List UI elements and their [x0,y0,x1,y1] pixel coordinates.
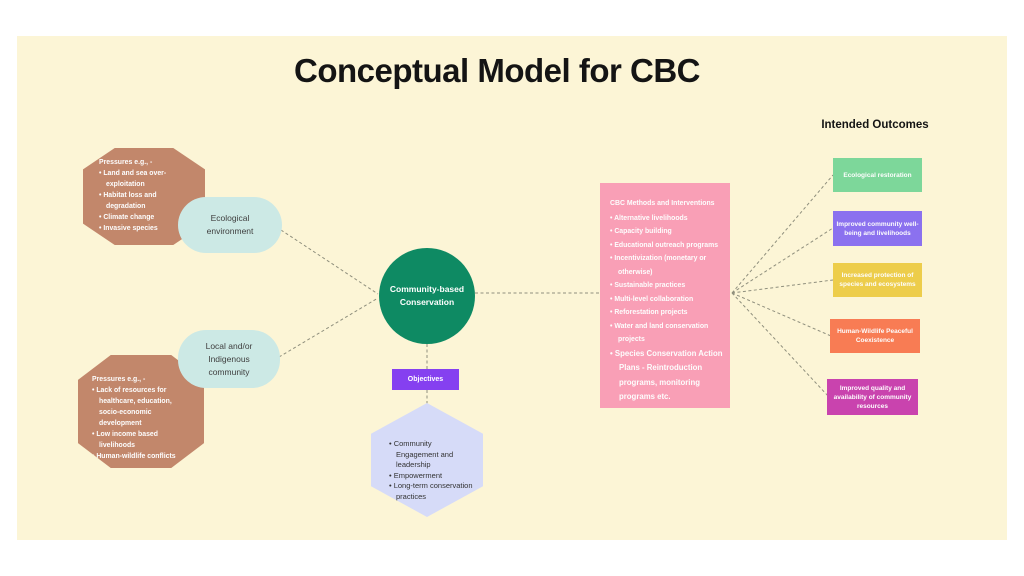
methods-list: Alternative livelihoods Capacity buildin… [610,212,724,405]
list-item: Long-term conservation practices [389,481,473,502]
list-item: Community Engagement and leadership [389,439,473,471]
objectives-badge: Objectives [392,369,459,390]
list-item: Low income based livelihoods [92,429,189,451]
list-item: Alternative livelihoods [610,212,724,226]
list-item: Capacity building [610,225,724,239]
outcome-label: Human-Wildlife Peaceful Coexistence [837,328,913,344]
list-item: Water and land conservation projects [610,320,724,347]
list-item-species-plans: Species Conservation Action Plans - Rein… [610,347,724,405]
list-item: Land and sea over-exploitation [99,168,191,190]
list-item: Incentivization (monetary or otherwise) [610,252,724,279]
list-item: Educational outreach programs [610,239,724,253]
node-community-based-conservation: Community-based Conservation [379,248,475,344]
node-local-community: Local and/or Indigenous community [178,330,280,388]
ecological-pressures-list: Land and sea over-exploitation Habitat l… [99,168,191,234]
outcome-community-wellbeing: Improved community well-being and liveli… [833,211,922,246]
objectives-list: Community Engagement and leadership Empo… [389,439,473,502]
community-pressures-heading: Pressures e.g., - [92,376,146,383]
core-label: Community-based Conservation [389,284,465,307]
page-title: Conceptual Model for CBC [294,52,701,89]
outcome-peaceful-coexistence: Human-Wildlife Peaceful Coexistence [830,319,920,353]
objectives-label: Objectives [407,376,444,383]
list-item: Human-wildlife conflicts [92,451,189,462]
outcome-label: Improved quality and availability of com… [833,384,912,410]
outcome-ecological-restoration: Ecological restoration [833,158,922,192]
outcome-label: Increased protection of species and ecos… [839,272,916,288]
list-item: Invasive species [99,223,191,234]
outcomes-heading: Intended Outcomes [821,119,929,131]
node-cbc-methods: CBC Methods and Interventions Alternativ… [600,183,730,408]
community-pressures-list: Lack of resources for healthcare, educat… [92,385,189,462]
list-item: Habitat loss and degradation [99,190,191,212]
outcome-species-protection: Increased protection of species and ecos… [833,263,922,297]
list-item: Lack of resources for healthcare, educat… [92,385,189,429]
node-ecological-environment: Ecological environment [178,197,282,253]
outcome-community-resources: Improved quality and availability of com… [827,379,918,415]
list-item: Empowerment [389,471,473,482]
list-item: Sustainable practices [610,279,724,293]
ecological-environment-label: Ecological environment [206,213,254,236]
ecological-pressures-heading: Pressures e.g., - [99,159,153,166]
list-item: Reforestation projects [610,306,724,320]
methods-heading: CBC Methods and Interventions [610,200,715,207]
list-item: Multi-level collaboration [610,293,724,307]
outcome-label: Improved community well-being and liveli… [836,220,919,237]
list-item: Climate change [99,212,191,223]
local-community-label: Local and/or Indigenous community [205,340,253,377]
outcome-label: Ecological restoration [843,171,912,179]
